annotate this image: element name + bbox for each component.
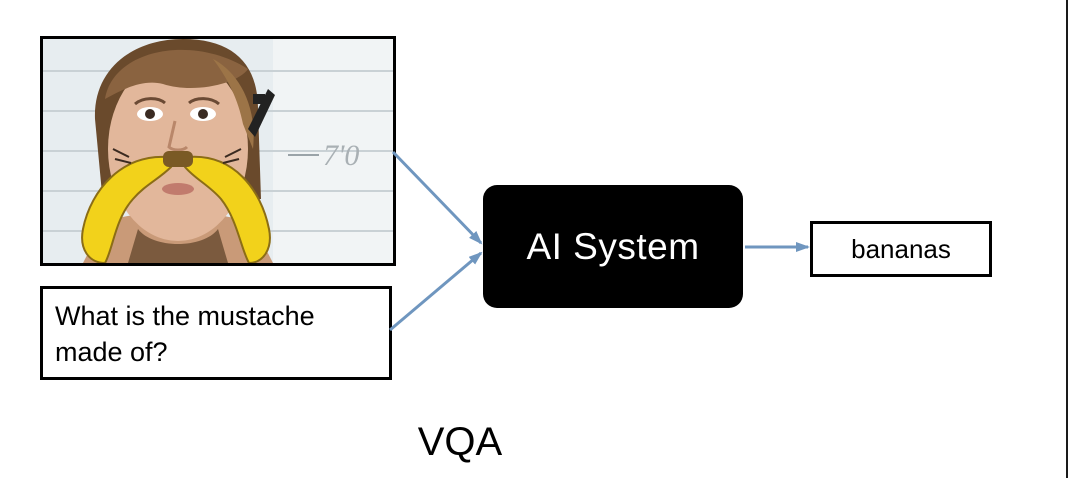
answer-text: bananas	[851, 233, 951, 264]
right-edge-rule	[1066, 0, 1068, 478]
question-to-system-arrow	[389, 251, 483, 332]
diagram-caption: VQA	[417, 420, 503, 464]
question-text: What is the mustache made of?	[55, 301, 315, 367]
question-box: What is the mustache made of?	[40, 286, 392, 380]
ai-system-label: AI System	[526, 225, 700, 267]
height-mark: 7'0	[323, 139, 359, 172]
answer-box: bananas	[810, 221, 992, 277]
ai-system-box: AI System	[483, 185, 743, 308]
input-image: 7'0	[40, 36, 396, 266]
image-to-system-arrow	[391, 150, 483, 245]
photo-illustration: 7'0	[43, 39, 393, 263]
